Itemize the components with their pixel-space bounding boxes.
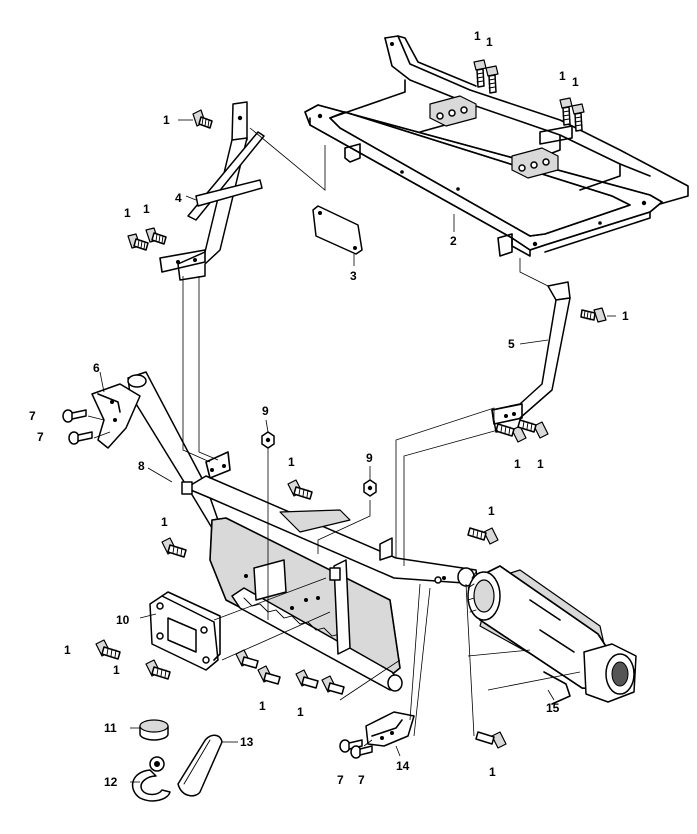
callout-labels: 1 1 1 1 1 1 1 1 1 1 1 1 1 1 1 1 1 1 2 3 … [29,29,629,789]
callout-leaders [99,119,616,783]
part-13-strap [177,734,223,797]
part-4-left-bracket [159,101,265,281]
callout-1: 1 [572,75,579,89]
callout-1: 1 [64,643,71,657]
part-10-fairlead [149,591,221,671]
bolt-mount-mid [287,479,313,500]
part-6-guard [91,383,141,449]
callout-1: 1 [488,504,495,518]
callout-7: 7 [358,773,365,787]
part-8-bumper-mount [127,371,479,692]
part-11-stopper [139,719,169,741]
callout-7: 7 [29,409,36,423]
callout-1: 1 [622,309,629,323]
callout-9: 9 [262,404,269,418]
callout-1: 1 [537,457,544,471]
screw-guard14-left [339,739,363,753]
callout-1: 1 [124,206,131,220]
bolt-fairlead-b [145,659,171,680]
part-14-guard [365,711,415,747]
bolt-bottom-c [295,669,319,689]
callout-12: 12 [104,775,118,789]
callout-9: 9 [366,451,373,465]
part-9-nuts [261,431,377,497]
bolt-left-upper [192,109,213,129]
callout-1: 1 [288,455,295,469]
bolt-frame-top-2 [485,65,499,94]
bolt-frame-top-3 [559,97,573,126]
bolt-lower-right [475,731,507,749]
bolt-winch-right [467,527,499,545]
bolt-fairlead-a [95,639,121,660]
callout-1: 1 [297,705,304,719]
bolt-frame-top-4 [571,103,585,132]
part-1-bolts [95,59,607,749]
part-7-screws [62,409,373,759]
callout-1: 1 [559,69,566,83]
screw-guard14-right [350,745,373,759]
callout-1: 1 [489,765,496,779]
callout-5: 5 [508,337,515,351]
callout-7: 7 [337,773,344,787]
callout-7: 7 [37,430,44,444]
callout-11: 11 [104,721,117,735]
bolt-mount-left [161,537,187,558]
bolt-bracket4-a [127,233,149,251]
callout-1: 1 [486,35,493,49]
bolt-bracket4-b [145,227,167,245]
part-3-plate [312,205,363,255]
callout-2: 2 [450,234,457,248]
bolt-frame-top-1 [473,59,487,88]
callout-6: 6 [93,361,100,375]
callout-8: 8 [138,459,145,473]
callout-15: 15 [546,701,560,715]
callout-1: 1 [143,202,150,216]
callout-10: 10 [116,613,130,627]
callout-14: 14 [396,759,410,773]
callout-1: 1 [474,29,481,43]
alignment-lines [87,127,581,747]
bolt-bracket5-b [517,419,549,439]
screw-guard6-lower [68,431,93,445]
callout-4: 4 [175,191,182,205]
part-15-winch [467,565,637,705]
part-2-frame [304,35,689,257]
part-5-right-bracket [491,281,571,433]
callout-3: 3 [350,269,357,283]
callout-1: 1 [514,457,521,471]
callout-13: 13 [240,735,254,749]
screw-guard6-upper [62,409,87,423]
bolt-bottom-b [257,665,281,685]
callout-1: 1 [161,515,168,529]
part-12-hook [131,756,171,802]
bolt-right-mid [580,307,607,323]
bolt-bottom-d [321,675,345,695]
callout-1: 1 [259,699,266,713]
callout-1: 1 [163,113,170,127]
callout-1: 1 [113,663,120,677]
